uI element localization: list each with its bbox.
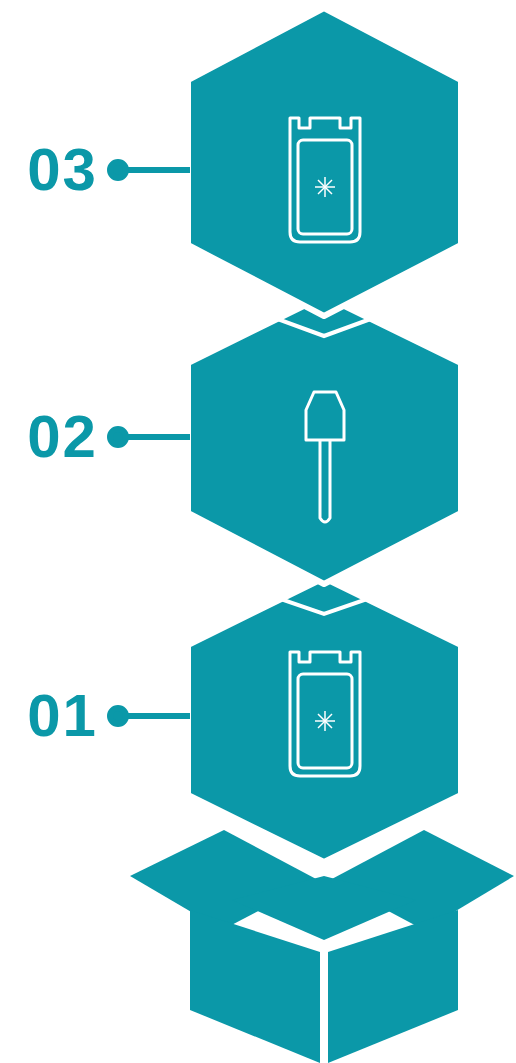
hexagon — [188, 578, 461, 862]
callout-number: 01 — [27, 686, 98, 746]
ice-pack-icon — [290, 652, 360, 776]
leader-dot — [110, 708, 126, 724]
callout-number: 02 — [27, 407, 98, 467]
leader-dot — [110, 162, 126, 178]
stick-icon — [306, 392, 344, 522]
hexagon — [188, 8, 461, 316]
hexagon — [188, 296, 461, 584]
chevron — [220, 298, 428, 336]
open-box — [130, 830, 514, 1063]
ice-pack-icon — [290, 118, 360, 242]
leader-dot — [110, 429, 126, 445]
callout-number: 03 — [27, 140, 98, 200]
chevron — [220, 578, 428, 614]
